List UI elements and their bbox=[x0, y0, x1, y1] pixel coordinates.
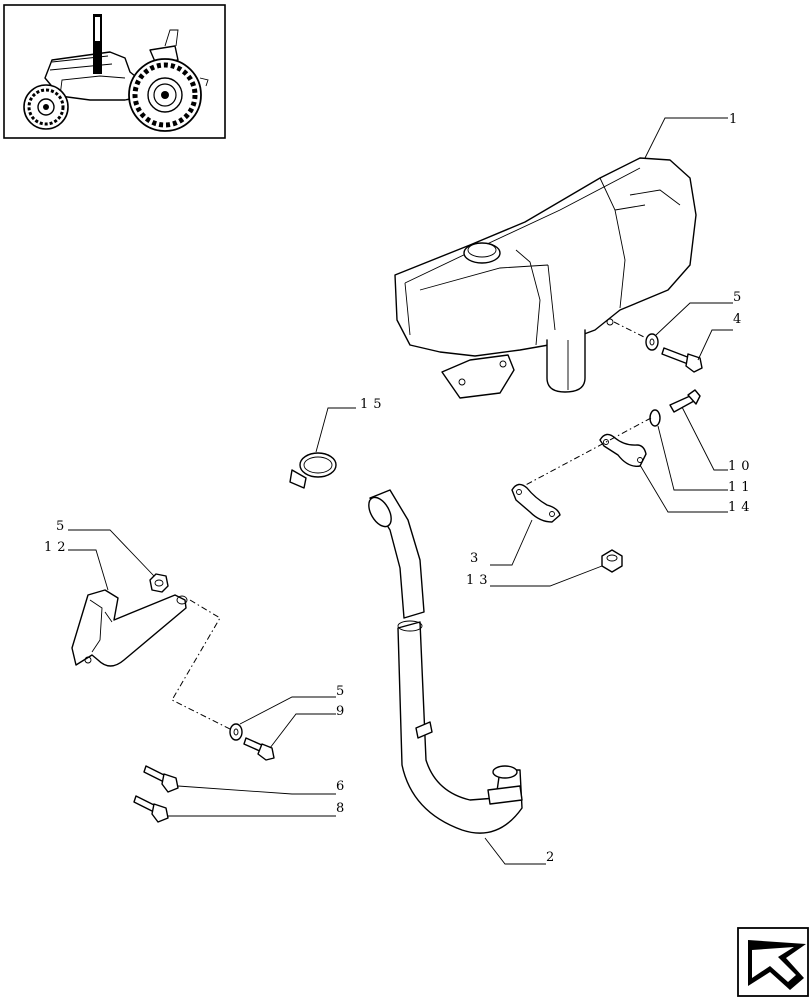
bolt-9 bbox=[243, 737, 275, 761]
muffler bbox=[394, 157, 697, 399]
exhaust-pipe bbox=[368, 489, 523, 834]
tractor-icon bbox=[23, 14, 209, 132]
callout-9: 9 bbox=[336, 704, 349, 719]
support-bracket-12 bbox=[71, 589, 188, 667]
nut-13 bbox=[601, 549, 623, 573]
callout-8: 8 bbox=[336, 801, 349, 816]
callout-4: 4 bbox=[733, 312, 746, 327]
washer-bottom-left bbox=[229, 723, 243, 741]
bolt-8 bbox=[133, 795, 169, 823]
washer-top-right bbox=[645, 333, 659, 351]
bolt-4 bbox=[661, 347, 703, 373]
callout-13: 13 bbox=[466, 573, 493, 588]
callout-11: 11 bbox=[728, 480, 755, 495]
tractor-thumbnail bbox=[3, 4, 226, 139]
callout-6: 6 bbox=[336, 779, 349, 794]
callout-5-top: 5 bbox=[733, 290, 746, 305]
clamp-half-3 bbox=[511, 483, 561, 523]
clamp-half-14 bbox=[599, 433, 647, 467]
nut-7 bbox=[149, 573, 169, 593]
callout-2: 2 bbox=[546, 850, 559, 865]
callout-14: 14 bbox=[728, 500, 755, 515]
callout-7: 5 bbox=[56, 519, 69, 534]
callout-10: 10 bbox=[728, 459, 755, 474]
hose-clamp-15 bbox=[289, 452, 337, 489]
callout-5-bottom: 5 bbox=[336, 684, 349, 699]
bolt-6 bbox=[143, 765, 179, 793]
washer-11 bbox=[649, 409, 661, 427]
navigation-arrow-icon[interactable] bbox=[737, 927, 809, 997]
callout-3: 3 bbox=[470, 551, 483, 566]
callout-12: 12 bbox=[44, 540, 71, 555]
callout-15: 15 bbox=[360, 397, 387, 412]
bolt-10 bbox=[669, 389, 701, 413]
callout-1: 1 bbox=[729, 112, 742, 127]
